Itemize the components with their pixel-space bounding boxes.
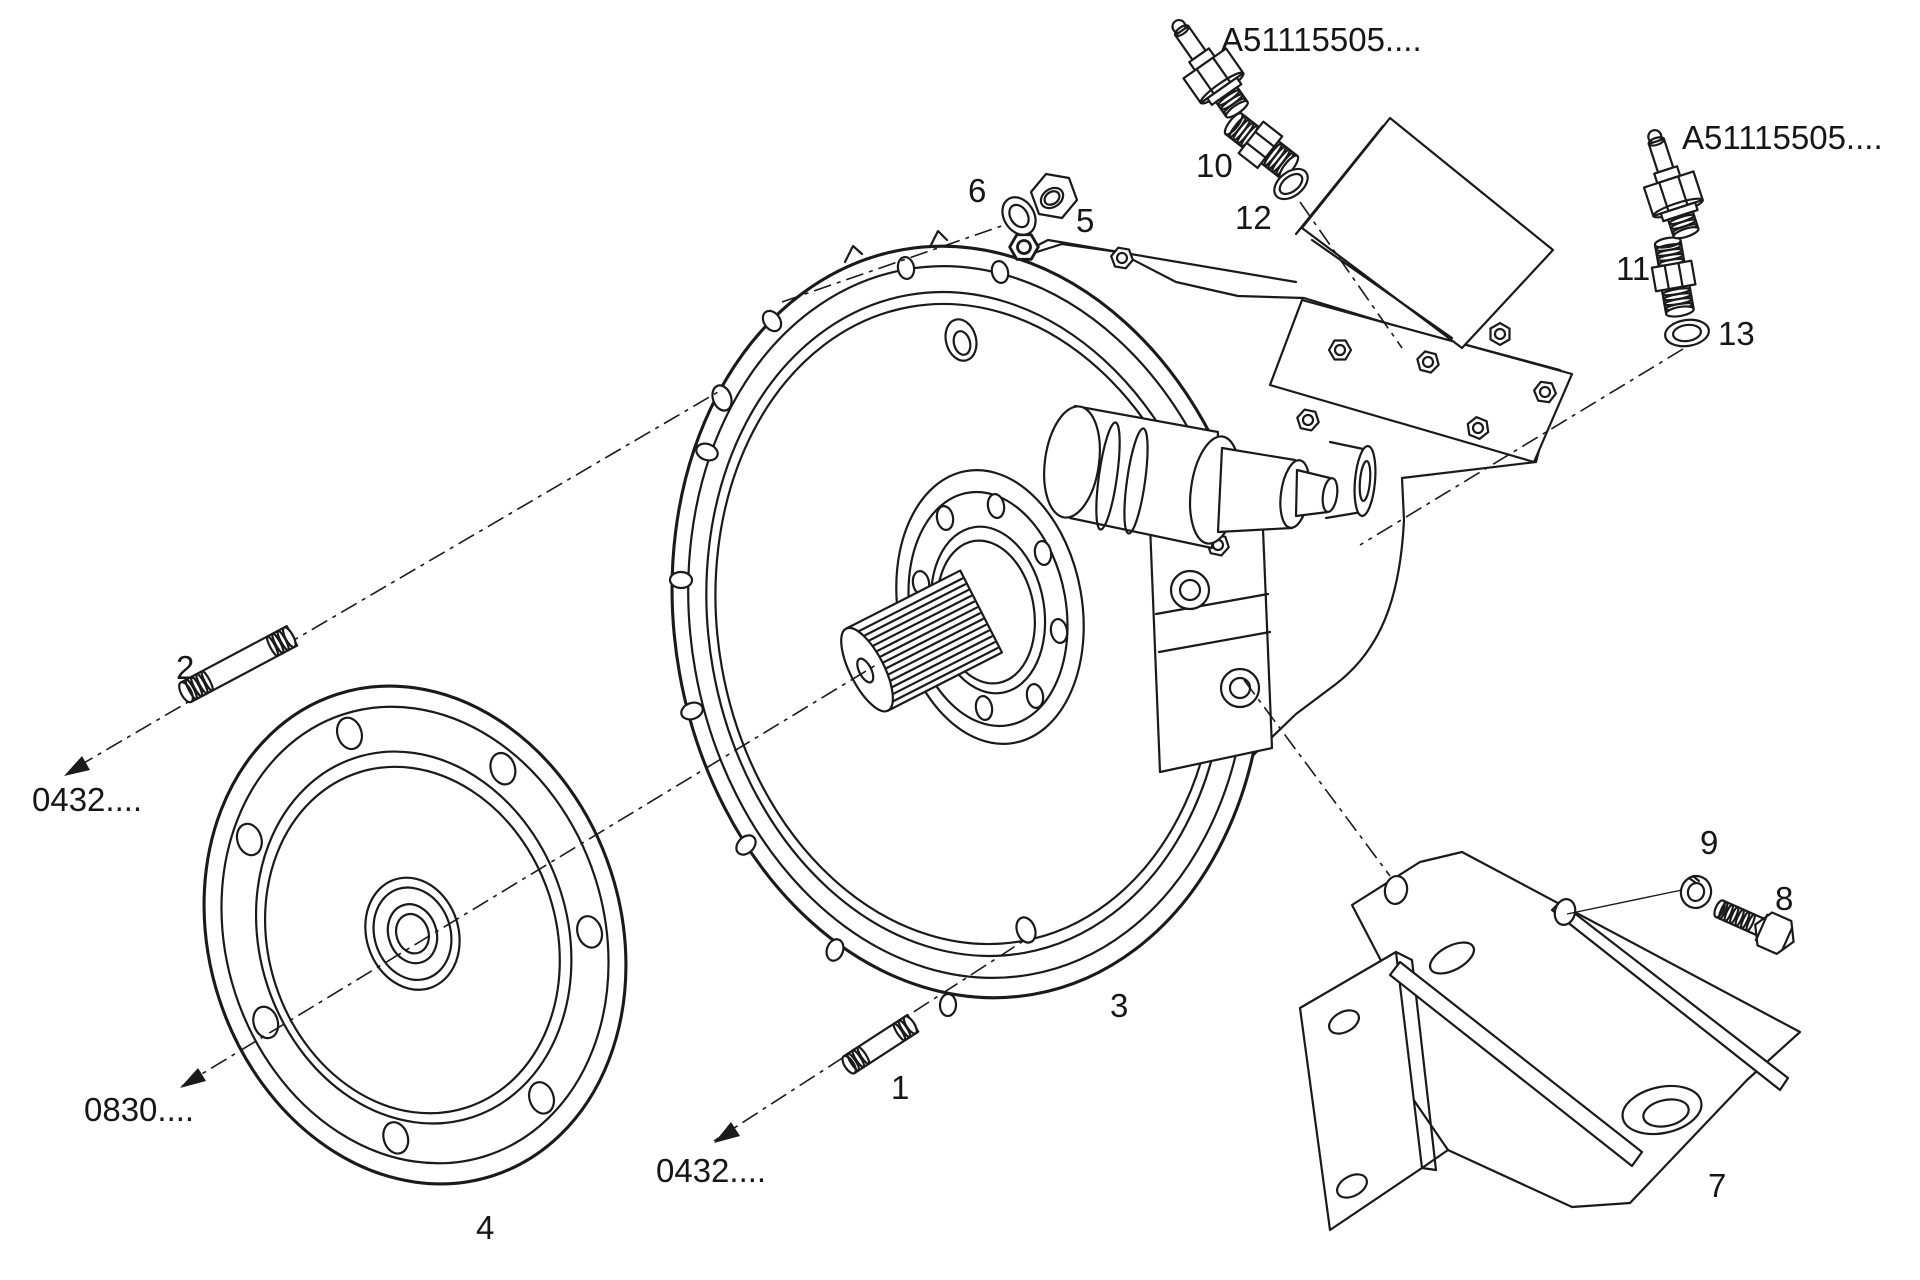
mounting-bracket [1298,850,1802,1232]
callout-11: 11 [1616,250,1651,287]
plug-11 [1646,233,1702,321]
part-ref-top-sensor: A51115505.... [1221,21,1422,58]
bolt-8 [1713,899,1795,956]
stud-2 [178,625,299,704]
stud-1 [841,1013,920,1075]
nut-5 [1029,172,1079,220]
splined-input-shaft [840,569,1004,713]
callout-5: 5 [1076,202,1095,239]
part-ref-stud2: 0432.... [32,781,143,818]
part-ref-damper: 0830.... [84,1091,195,1128]
part-ref-right-sensor: A51115505.... [1682,119,1883,156]
lock-washer-9 [1679,874,1713,910]
damper-disc [202,684,628,1186]
seal-ring-12 [1273,167,1309,201]
leader-lines [64,201,1684,1143]
callout-6: 6 [968,172,987,209]
callout-8: 8 [1775,880,1794,917]
callout-4: 4 [476,1209,495,1246]
seal-ring-13 [1664,318,1710,348]
callout-10: 10 [1196,147,1233,184]
callout-12: 12 [1235,199,1272,236]
callout-7: 7 [1708,1167,1727,1204]
part-ref-stud1: 0432.... [656,1152,767,1189]
starter-cylinder [1043,404,1339,550]
washer-6 [1001,196,1037,236]
callout-13: 13 [1718,315,1755,352]
callout-3: 3 [1110,987,1129,1024]
callout-9: 9 [1700,824,1719,861]
callout-2: 2 [176,649,195,686]
callout-1: 1 [891,1069,910,1106]
